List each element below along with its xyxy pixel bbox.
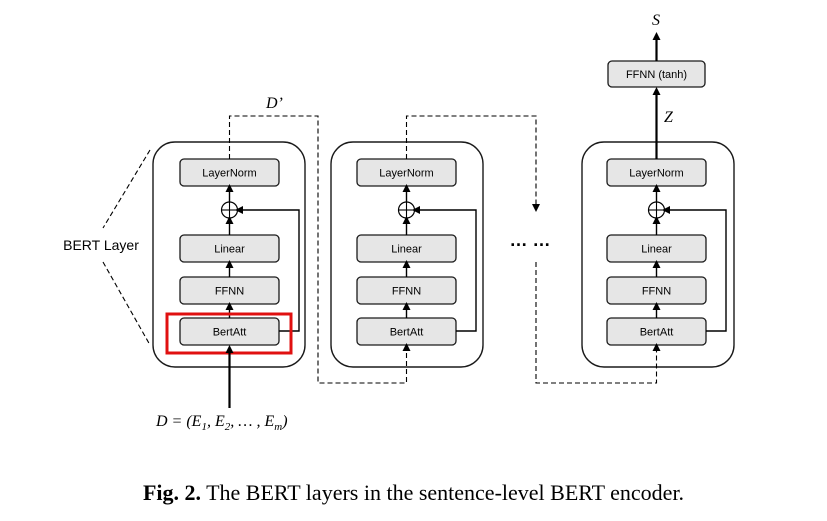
layer-2-bertatt-label: BertAtt: [390, 327, 424, 339]
ffnn-tanh-label: FFNN (tanh): [626, 69, 687, 81]
figure-caption: Fig. 2. The BERT layers in the sentence-…: [0, 480, 827, 506]
bert-layer-bracket: BERT Layer: [63, 149, 151, 346]
bracket-upper-line: [102, 149, 151, 229]
layer-3-in-connector: [535, 262, 661, 384]
dashed-connectors: D’ … …: [228, 95, 661, 384]
bert-layer-3: LayerNorm Linear FFNN BertAtt: [581, 141, 735, 368]
layer-2-linear-label: Linear: [391, 244, 422, 256]
layer-3-ffnn-label: FFNN: [642, 286, 671, 298]
bracket-lower-line: [102, 261, 151, 346]
layer-1-linear-label: Linear: [214, 244, 245, 256]
s-label: S: [652, 12, 660, 29]
layer-1-layernorm-label: LayerNorm: [202, 168, 256, 180]
d-prime-connector: [228, 115, 411, 384]
layer-2-layernorm-label: LayerNorm: [379, 168, 433, 180]
bert-layer-2: LayerNorm Linear FFNN BertAtt: [330, 141, 484, 368]
ellipsis-dots: … …: [509, 230, 550, 250]
output-head: Z FFNN (tanh) S: [607, 12, 706, 159]
layer-3-linear-label: Linear: [641, 244, 672, 256]
layer-2-out-connector: [405, 115, 540, 212]
input-formula: D = (E1, E2, … , Em): [155, 413, 288, 433]
input-group: D = (E1, E2, … , Em): [155, 345, 288, 433]
layer-1-bertatt-label: BertAtt: [213, 327, 247, 339]
layer-2-ffnn-label: FFNN: [392, 286, 421, 298]
layer-3-bertatt-label: BertAtt: [640, 327, 674, 339]
d-prime-label: D’: [265, 95, 283, 112]
layer-3-layernorm-label: LayerNorm: [629, 168, 683, 180]
caption-prefix: Fig. 2.: [142, 480, 201, 505]
layer-1-ffnn-label: FFNN: [215, 286, 244, 298]
z-label: Z: [664, 109, 674, 126]
bert-layer-1: LayerNorm Linear FFNN BertAtt: [152, 141, 306, 368]
bert-layer-label: BERT Layer: [63, 237, 139, 253]
caption-text: The BERT layers in the sentence-level BE…: [201, 480, 685, 505]
